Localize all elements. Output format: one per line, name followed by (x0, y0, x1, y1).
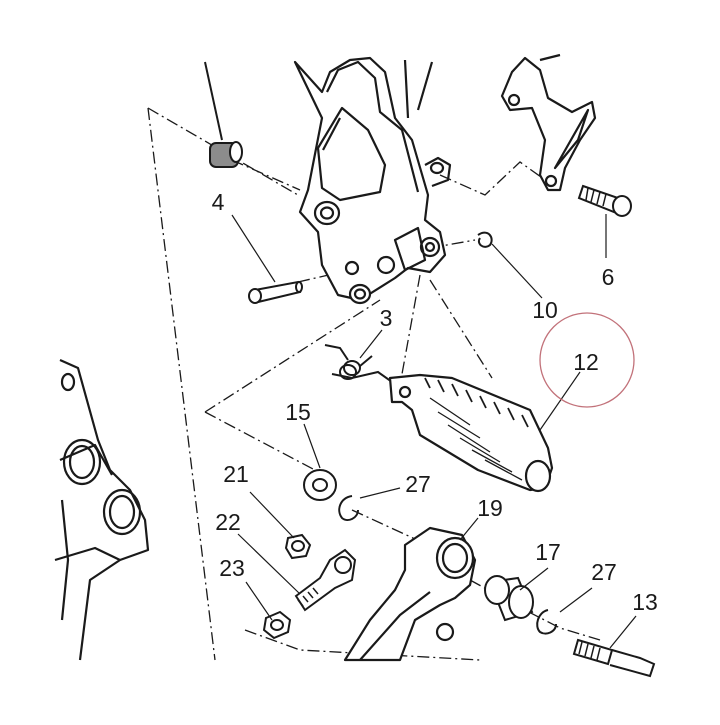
washer-part (303, 469, 337, 501)
assembly-line-peg-right (429, 279, 493, 379)
leader-21 (249, 491, 295, 539)
nut-part-21 (284, 533, 312, 560)
callout-23: 23 (219, 555, 245, 581)
leader-4 (231, 214, 276, 283)
assembly-line-peg-left (399, 274, 421, 386)
assembly-line-bottom (244, 629, 481, 661)
frame-bracket-left (54, 358, 150, 661)
assembly-line-left-frame (147, 107, 299, 196)
circlip-part-a (338, 495, 359, 521)
leader-lines (231, 214, 637, 649)
circlip-part-b (536, 609, 557, 635)
callout-10: 10 (532, 297, 558, 323)
leader-23 (245, 581, 273, 621)
leader-13 (609, 615, 637, 649)
clip-part (477, 231, 493, 248)
assembly-line-diamond-bottom (204, 411, 331, 479)
callout-19: 19 (477, 495, 503, 521)
assembly-line-left-vertical (147, 107, 216, 661)
gear-lever-part (343, 526, 477, 662)
callout-17: 17 (535, 539, 561, 565)
leader-10 (491, 243, 543, 299)
heel-plate (500, 53, 597, 192)
leader-27b (559, 587, 593, 613)
leader-19 (459, 517, 479, 541)
callout-labels: 4 6 10 3 12 15 27 21 19 22 17 27 23 13 (212, 189, 658, 615)
assembly-line-rubber (231, 159, 301, 191)
nut-part-23 (262, 610, 292, 640)
callout-13: 13 (632, 589, 658, 615)
callout-21: 21 (223, 461, 249, 487)
leader-12 (539, 371, 581, 431)
assembly-lines (147, 107, 601, 661)
leader-3 (359, 329, 383, 359)
callout-6: 6 (602, 264, 615, 290)
rod-end-part (294, 548, 357, 612)
leader-27a (359, 487, 401, 499)
leader-17 (519, 567, 549, 591)
rubber-bushing (204, 61, 243, 168)
pivot-bolt-part (572, 638, 656, 678)
bushing-part (484, 575, 534, 622)
highlight-circle-12 (539, 312, 635, 408)
footpeg-part (388, 373, 554, 493)
callout-27b: 27 (591, 559, 617, 585)
leader-15 (303, 423, 321, 469)
spring-part (324, 344, 393, 383)
bolt-part (577, 184, 632, 217)
callout-22: 22 (215, 509, 241, 535)
assembly-line-pivot-top (439, 161, 549, 196)
pin-part (248, 280, 303, 304)
assembly-line-diamond-top (204, 299, 381, 413)
callout-15: 15 (285, 399, 311, 425)
leader-22 (237, 533, 301, 595)
callout-27a: 27 (405, 471, 431, 497)
callout-12: 12 (573, 349, 599, 375)
callout-3: 3 (380, 305, 393, 331)
callout-4: 4 (212, 189, 225, 215)
footpeg-bracket (293, 56, 452, 305)
